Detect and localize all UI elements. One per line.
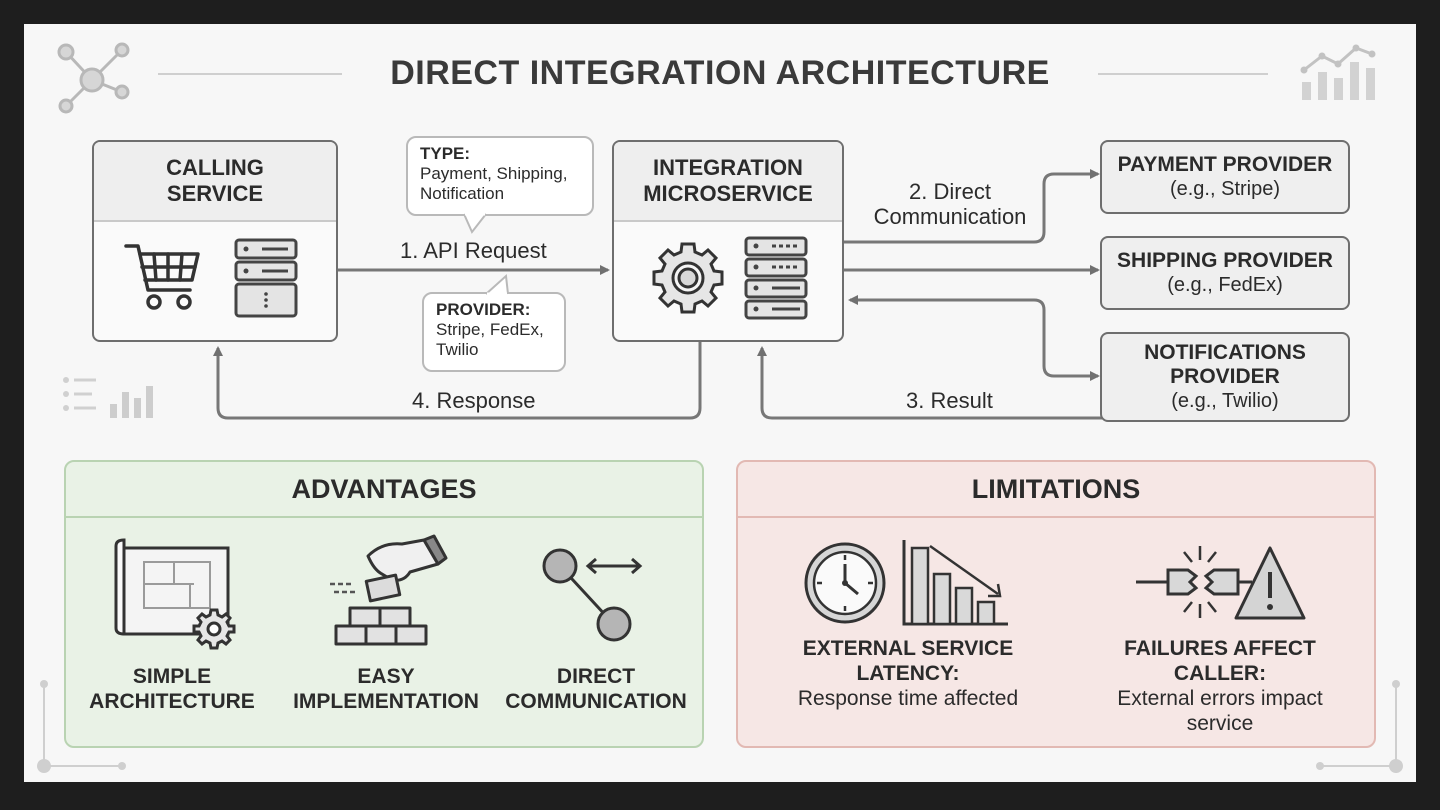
advantages-panel: ADVANTAGES [64, 460, 704, 748]
clock-icon [804, 542, 886, 624]
advantage-easy-implementation-line2: IMPLEMENTATION [293, 690, 479, 713]
type-bubble-key: TYPE: [420, 144, 471, 163]
payment-provider-example: (e.g., Stripe) [1169, 178, 1281, 200]
direct-communication-label-line2: Communication [873, 204, 1027, 229]
limitation-failures-line2: CALLER: [1173, 662, 1267, 685]
advantages-title: ADVANTAGES [66, 462, 702, 518]
type-bubble-tail [463, 212, 487, 234]
result-label: 3. Result [906, 388, 993, 413]
limitations-panel: LIMITATIONS [736, 460, 1376, 748]
hand-building-blocks-icon [330, 534, 448, 646]
shipping-provider-name: SHIPPING PROVIDER [1117, 249, 1333, 272]
notifications-provider-name-line1: NOTIFICATIONS [1144, 341, 1306, 364]
server-rack-icon [744, 236, 808, 320]
type-bubble: TYPE: Payment, Shipping, Notification [406, 136, 594, 216]
advantage-direct-communication-line2: COMMUNICATION [505, 690, 687, 713]
nodes-arrow-icon [542, 548, 643, 642]
direct-comm-arrow-notifications [1033, 298, 1100, 381]
declining-chart-icon [902, 540, 1008, 626]
page-title: DIRECT INTEGRATION ARCHITECTURE [390, 54, 1050, 92]
advantage-direct-communication: DIRECT COMMUNICATION [498, 664, 694, 714]
bar-trend-icon [1300, 44, 1376, 100]
limitation-latency-line1: EXTERNAL SERVICE [802, 637, 1014, 660]
title-rule-right [1098, 73, 1268, 75]
limitations-title: LIMITATIONS [738, 462, 1374, 518]
notifications-provider-name-line2: PROVIDER [1170, 365, 1280, 388]
diagram-canvas: DIRECT INTEGRATION ARCHITECTURE [24, 24, 1416, 782]
limitation-failures-affect-caller: FAILURES AFFECT CALLER: External errors … [1090, 636, 1350, 736]
payment-provider-box: PAYMENT PROVIDER (e.g., Stripe) [1100, 140, 1350, 214]
shopping-cart-icon [124, 244, 200, 310]
limitation-latency-line2: LATENCY: [856, 662, 960, 685]
notifications-provider-box: NOTIFICATIONS PROVIDER (e.g., Twilio) [1100, 332, 1350, 422]
server-icon [234, 238, 298, 318]
direct-communication-label-line1: 2. Direct [909, 179, 991, 204]
shipping-provider-example: (e.g., FedEx) [1167, 274, 1283, 296]
response-arrow [213, 342, 702, 420]
list-chart-icon [63, 377, 153, 418]
advantage-easy-implementation-line1: EASY [357, 665, 415, 688]
payment-provider-name: PAYMENT PROVIDER [1117, 153, 1333, 176]
provider-bubble-value: Stripe, FedEx, Twilio [436, 320, 544, 359]
direct-comm-arrow-payment [844, 169, 1100, 244]
advantage-easy-implementation: EASY IMPLEMENTATION [288, 664, 484, 714]
direct-communication-label: 2. Direct Communication [872, 179, 1028, 229]
gear-icon [652, 242, 724, 314]
limitation-failures-desc-line2: service [1186, 712, 1254, 735]
result-arrow [757, 346, 1102, 420]
provider-bubble-key: PROVIDER: [436, 300, 531, 319]
api-request-label: 1. API Request [400, 238, 547, 263]
advantage-simple-architecture-line2: ARCHITECTURE [89, 690, 255, 713]
circuit-corner-right-icon [1316, 680, 1403, 773]
network-nodes-icon [57, 42, 130, 114]
type-bubble-value: Payment, Shipping, Notification [420, 164, 568, 203]
advantage-simple-architecture-line1: SIMPLE [132, 665, 212, 688]
limitation-failures-line1: FAILURES AFFECT [1124, 637, 1316, 660]
advantage-direct-communication-line1: DIRECT [556, 665, 636, 688]
shipping-provider-box: SHIPPING PROVIDER (e.g., FedEx) [1100, 236, 1350, 310]
integration-title-line2: MICROSERVICE [643, 181, 813, 206]
calling-service-title-line1: CALLING [166, 155, 264, 180]
advantage-simple-architecture: SIMPLE ARCHITECTURE [82, 664, 262, 714]
circuit-corner-left-icon [37, 680, 126, 773]
calling-service-title-line2: SERVICE [166, 181, 264, 206]
provider-bubble: PROVIDER: Stripe, FedEx, Twilio [422, 292, 566, 372]
limitation-external-latency: EXTERNAL SERVICE LATENCY: Response time … [778, 636, 1038, 711]
broken-plug-warning-icon [1136, 546, 1306, 620]
response-label: 4. Response [412, 388, 536, 413]
flow-connectors [213, 169, 1102, 420]
limitation-latency-desc: Response time affected [797, 687, 1019, 710]
notifications-provider-example: (e.g., Twilio) [1171, 390, 1279, 412]
limitation-failures-desc-line1: External errors impact [1117, 687, 1323, 710]
integration-title-line1: INTEGRATION [653, 155, 803, 180]
title-rule-left [158, 73, 342, 75]
blueprint-gear-icon [114, 538, 236, 650]
provider-bubble-tail [485, 273, 509, 296]
